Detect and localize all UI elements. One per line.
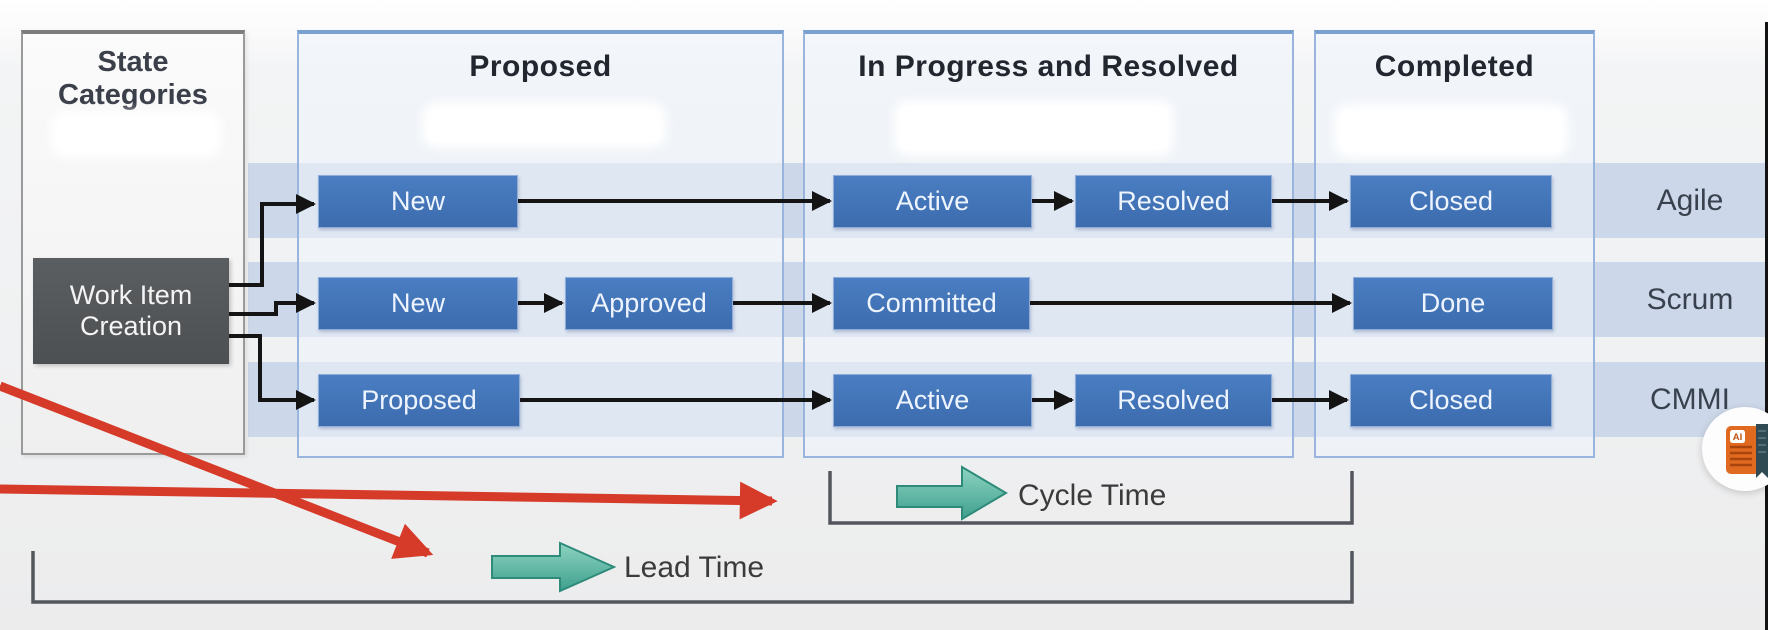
state-box-agile-resolved: Resolved bbox=[1075, 175, 1272, 228]
lead-time-bracket bbox=[31, 551, 1354, 604]
state-box-agile-active: Active bbox=[833, 175, 1032, 228]
book-text-lines bbox=[1730, 445, 1752, 467]
state-box-agile-closed: Closed bbox=[1350, 175, 1552, 228]
column-title-proposed: Proposed bbox=[469, 50, 612, 83]
cycle-time-arrow-icon bbox=[896, 465, 1008, 521]
ai-book-icon: AI bbox=[1726, 424, 1768, 478]
ai-assistant-badge[interactable]: AI bbox=[1702, 407, 1768, 491]
redacted-text-state-categories bbox=[57, 118, 215, 152]
redacted-text-in-progress bbox=[900, 106, 1168, 150]
lead-time-arrow-icon bbox=[491, 541, 617, 593]
ai-chip bbox=[1730, 430, 1745, 443]
column-title-in-progress: In Progress and Resolved bbox=[858, 50, 1239, 83]
screen-edge-strip bbox=[1765, 22, 1768, 630]
lead-time-label: Lead Time bbox=[624, 551, 765, 584]
work-item-creation-label: Work Item Creation bbox=[69, 279, 193, 341]
state-categories-title: State Categories bbox=[58, 46, 208, 112]
cycle-time-label: Cycle Time bbox=[1018, 479, 1167, 512]
state-box-cmmi-closed: Closed bbox=[1350, 374, 1552, 427]
state-transition-arrows bbox=[518, 191, 1352, 410]
red-annotation-arrow-lead bbox=[0, 381, 434, 559]
state-box-cmmi-proposed: Proposed bbox=[318, 374, 520, 427]
ai-chip-label: AI bbox=[1733, 432, 1743, 443]
state-box-cmmi-resolved: Resolved bbox=[1075, 374, 1272, 427]
row-label-cmmi: CMMI bbox=[1650, 383, 1730, 416]
state-box-cmmi-active: Active bbox=[833, 374, 1032, 427]
state-box-scrum-committed: Committed bbox=[833, 277, 1030, 330]
state-box-scrum-new: New bbox=[318, 277, 518, 330]
state-box-scrum-done: Done bbox=[1353, 277, 1553, 330]
connector-wic-to-agile bbox=[229, 194, 316, 287]
work-item-creation-connectors bbox=[229, 194, 316, 410]
row-label-scrum: Scrum bbox=[1646, 283, 1734, 316]
column-title-completed: Completed bbox=[1374, 50, 1535, 83]
state-box-scrum-approved: Approved bbox=[565, 277, 733, 330]
work-item-creation-box: Work Item Creation bbox=[33, 258, 229, 364]
row-label-agile: Agile bbox=[1656, 184, 1724, 217]
state-box-agile-new: New bbox=[318, 175, 518, 228]
state-categories-panel: State Categories bbox=[21, 30, 245, 455]
cycle-time-bracket bbox=[828, 471, 1354, 525]
red-annotation-arrow-cycle bbox=[0, 481, 778, 520]
connector-wic-to-scrum bbox=[229, 293, 316, 316]
redacted-text-completed bbox=[1340, 110, 1562, 152]
connector-wic-to-cmmi bbox=[229, 334, 316, 410]
spine-ticks bbox=[1758, 430, 1766, 453]
book-spine-bookmark bbox=[1756, 424, 1768, 478]
redacted-text-proposed bbox=[428, 108, 660, 142]
